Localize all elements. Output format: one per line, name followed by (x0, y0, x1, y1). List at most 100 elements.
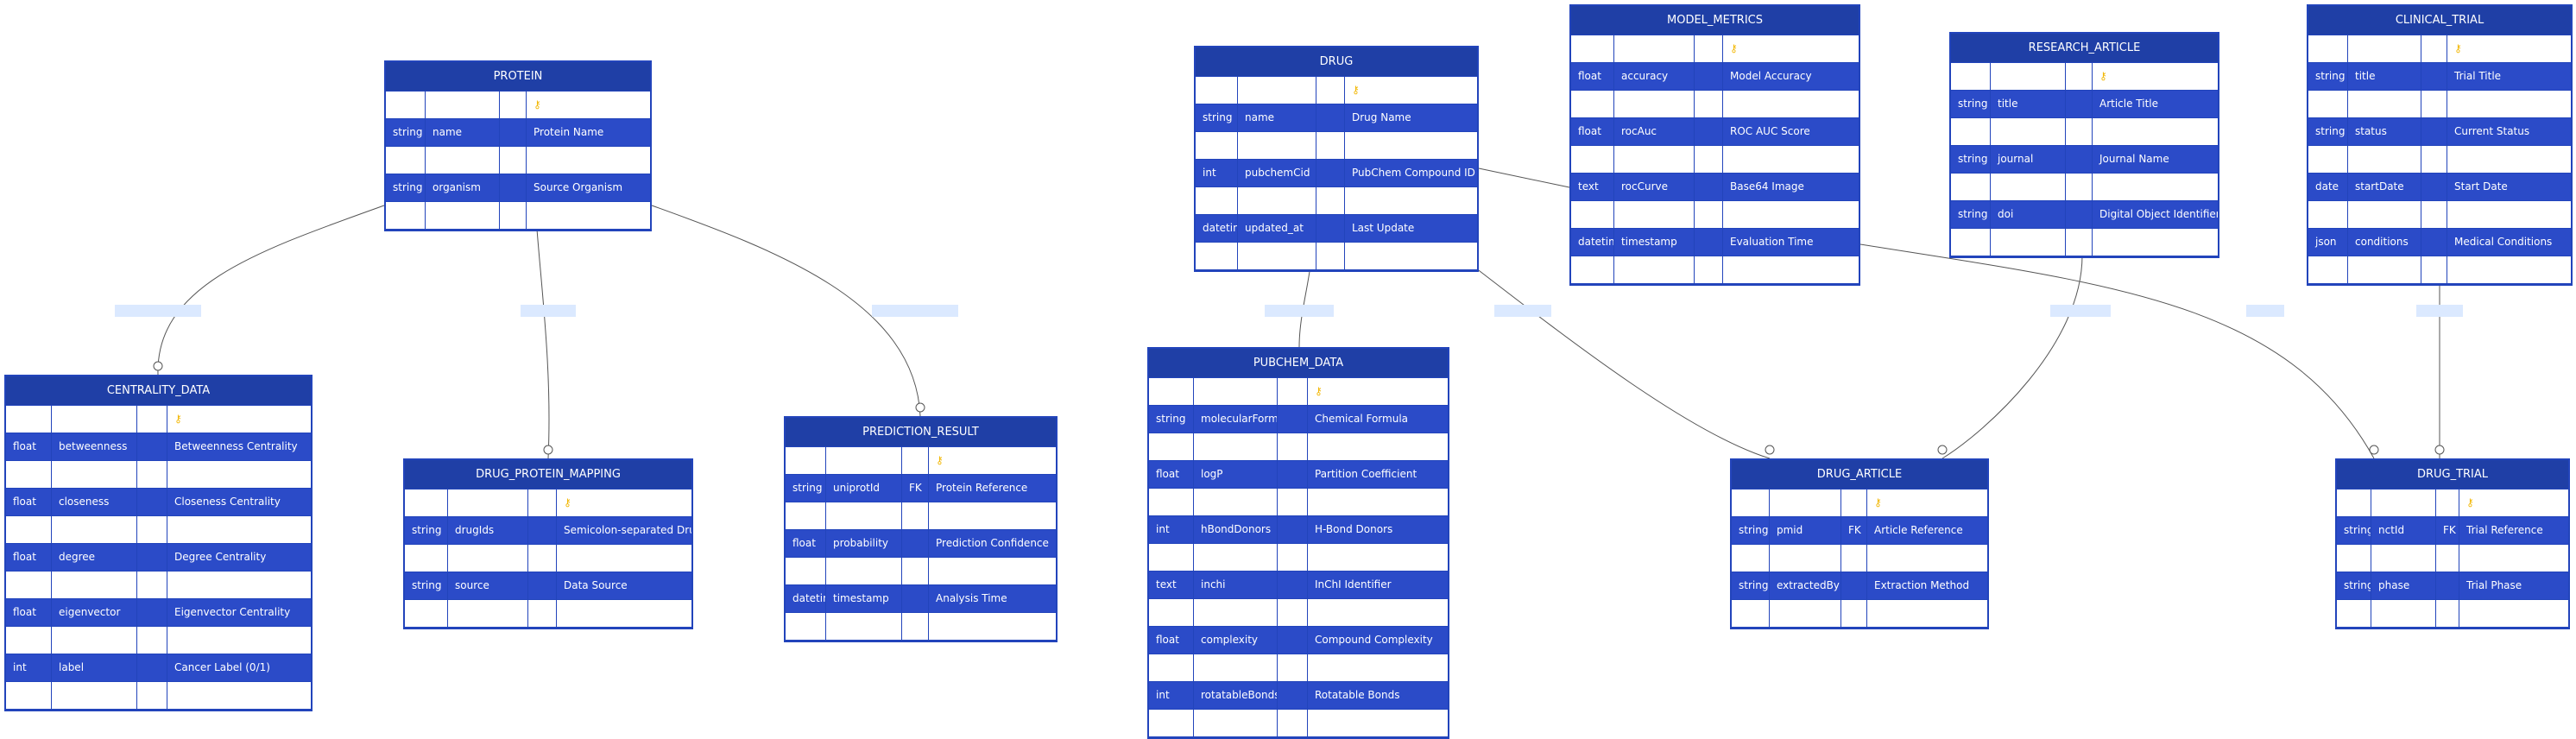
attribute-name: degree (52, 544, 137, 572)
attribute-name: title (1991, 91, 2066, 118)
attribute-type: text (1571, 174, 1614, 201)
attribute-comment: PubChem Compound ID (1345, 160, 1477, 187)
relationship-line-protein-centrality (157, 205, 385, 376)
attribute-name: rotatableBonds (1194, 682, 1278, 710)
attribute-comment: Evaluation Time (1723, 229, 1859, 256)
key-icon: ⚷ (167, 406, 311, 433)
attribute-name: updated_at (1238, 215, 1316, 243)
attribute-comment: Prediction Confidence (929, 530, 1056, 558)
key-icon: ⚷ (1345, 77, 1477, 104)
attribute-type: datetime (1571, 229, 1614, 256)
attribute-comment: Drug Name (1345, 104, 1477, 132)
relationship-label (115, 305, 201, 317)
attribute-name: pmid (1770, 517, 1841, 545)
attribute-type: string (405, 517, 448, 545)
attribute-type: float (6, 599, 52, 627)
attribute-comment: Extraction Method (1867, 572, 1987, 600)
attribute-key (2421, 118, 2447, 146)
attribute-name: complexity (1194, 627, 1278, 654)
attribute-name: doi (1991, 201, 2066, 229)
attribute-key (1278, 516, 1308, 544)
attribute-key (1278, 682, 1308, 710)
attribute-comment: Source Organism (527, 174, 651, 202)
attribute-type: datetime (786, 585, 826, 613)
entity-title: DRUG_TRIAL (2337, 460, 2568, 490)
attribute-key (500, 119, 527, 147)
attribute-type: text (1149, 572, 1194, 599)
attribute-key (2436, 572, 2459, 600)
attribute-type: json (2308, 229, 2348, 256)
attribute-comment: Base64 Image (1723, 174, 1859, 201)
relationship-label (1265, 305, 1334, 317)
attribute-name: molecularFormula (1194, 406, 1278, 433)
attribute-key (1278, 572, 1308, 599)
attribute-name: betweenness (52, 433, 137, 461)
attribute-name: eigenvector (52, 599, 137, 627)
attribute-name: name (1238, 104, 1316, 132)
attribute-type: string (1951, 91, 1991, 118)
attribute-key (902, 585, 929, 613)
attribute-type: int (1149, 682, 1194, 710)
attribute-name: logP (1194, 461, 1278, 489)
attribute-key (2421, 229, 2447, 256)
relationship-line-drug-metrics (1478, 167, 1570, 188)
attribute-name: organism (426, 174, 500, 202)
zero-many-marker (915, 402, 925, 413)
attribute-key: FK (1841, 517, 1867, 545)
attribute-key (1695, 118, 1723, 146)
key-icon: ⚷ (527, 92, 651, 119)
attribute-comment: Compound Complexity (1308, 627, 1449, 654)
attribute-type: string (786, 475, 826, 502)
attribute-name: journal (1991, 146, 2066, 174)
relationship-label (2050, 305, 2111, 317)
relationship-label (2246, 305, 2284, 317)
attribute-type: string (2308, 63, 2348, 91)
attribute-key (1695, 174, 1723, 201)
attribute-comment: H-Bond Donors (1308, 516, 1449, 544)
attribute-type: string (405, 572, 448, 600)
attribute-key (2066, 201, 2093, 229)
attribute-type: float (786, 530, 826, 558)
attribute-key (1278, 627, 1308, 654)
attribute-comment: Eigenvector Centrality (167, 599, 311, 627)
attribute-comment: Article Title (2093, 91, 2218, 118)
attribute-key (2421, 174, 2447, 201)
attribute-type: string (386, 174, 426, 202)
attribute-key (2066, 146, 2093, 174)
entity-title: CLINICAL_TRIAL (2308, 6, 2571, 35)
attribute-key (500, 174, 527, 202)
attribute-type: float (6, 489, 52, 516)
zero-many-marker (1765, 445, 1775, 455)
attribute-comment: Data Source (557, 572, 691, 600)
attribute-row: datetimetimestampAnalysis Time (786, 585, 1056, 613)
attribute-key (2066, 91, 2093, 118)
entity-pubchem-data: PUBCHEM_DATA⚷stringmolecularFormulaChemi… (1147, 347, 1449, 739)
attribute-type: datetime (1196, 215, 1238, 243)
relationship-line-research-article (1941, 255, 2083, 459)
attribute-name: extractedBy (1770, 572, 1841, 600)
attribute-type: string (1951, 201, 1991, 229)
zero-many-marker (2369, 445, 2379, 455)
attribute-name: rocCurve (1614, 174, 1695, 201)
attribute-type: string (2308, 118, 2348, 146)
entity-title: DRUG (1196, 47, 1477, 77)
attribute-comment: Model Accuracy (1723, 63, 1859, 91)
